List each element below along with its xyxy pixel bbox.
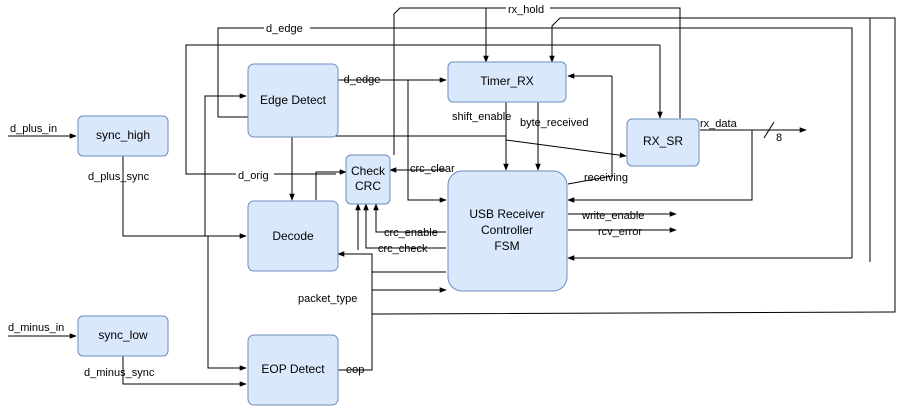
block-timer-rx: Timer_RX	[447, 61, 567, 103]
rx-sr-label: RX_SR	[643, 134, 683, 148]
decode-to-crc-wire	[315, 169, 347, 200]
crc-enable-wire	[373, 203, 446, 233]
fsm-label-2: Controller	[481, 223, 533, 237]
rx-data-label: rx_data	[700, 118, 738, 130]
eop-loop-to-timer-wire	[549, 17, 871, 262]
d-edge-to-fsm-wire	[407, 80, 447, 203]
byte-received-label: byte_received	[520, 117, 589, 129]
d-edge-loop-wire	[217, 27, 853, 258]
block-fsm: USB Receiver Controller FSM	[447, 170, 568, 292]
eop-return-wire	[371, 17, 896, 315]
d-plus-sync-to-edge-wire	[178, 93, 247, 237]
packet-type-wire	[337, 251, 446, 273]
rcv-error-label: rcv_error	[598, 226, 642, 238]
signal-labels: d_plus_in d_minus_in d_plus_sync d_minus…	[8, 3, 782, 379]
rx-hold-wire	[393, 7, 681, 155]
check-crc-label-2: CRC	[355, 179, 381, 193]
d-plus-sync-to-eop-wire	[200, 235, 247, 371]
block-rx-sr: RX_SR	[626, 118, 700, 167]
crc-enable-label: crc_enable	[384, 227, 438, 239]
d-plus-sync-wire	[122, 156, 247, 239]
block-decode: Decode	[247, 200, 339, 272]
sync-low-label: sync_low	[98, 328, 148, 342]
d-minus-sync-label: d_minus_sync	[84, 367, 155, 379]
bus-slash	[763, 121, 775, 139]
eop-detect-label: EOP Detect	[261, 362, 325, 376]
crc-check-label: crc_check	[378, 243, 428, 255]
shift-to-rxsr-wire	[505, 136, 627, 158]
fsm-label-1: USB Receiver	[469, 207, 544, 221]
packet-type-label: packet_type	[298, 293, 357, 305]
d-edge-label: -d_edge	[340, 74, 380, 86]
crc-check-wire	[363, 203, 446, 249]
rx-data-to-fsm-wire	[567, 130, 753, 203]
eop-wire	[336, 287, 447, 371]
rx-hold-label: rx_hold	[508, 4, 544, 16]
decode-label: Decode	[272, 229, 314, 243]
write-enable-label: write_enable	[581, 210, 644, 222]
bus-width-label: 8	[776, 132, 782, 144]
d-minus-sync-wire	[122, 356, 247, 387]
d-minus-in-label: d_minus_in	[8, 322, 64, 334]
receiving-label: receiving	[584, 172, 628, 184]
check-crc-label-1: Check	[351, 164, 386, 178]
d-edge-top-label: d_edge	[266, 23, 303, 35]
eop-label: eop	[346, 364, 364, 376]
receiving-wire	[567, 76, 613, 185]
sync-high-label: sync_high	[96, 128, 150, 142]
shift-enable-label: shift_enable	[452, 111, 511, 123]
crc-clear-label: crc_clear	[410, 163, 455, 175]
block-sync-low: sync_low	[77, 315, 169, 357]
d-plus-in-label: d_plus_in	[10, 123, 57, 135]
fsm-label-3: FSM	[494, 239, 519, 253]
block-eop-detect: EOP Detect	[247, 334, 339, 406]
block-edge-detect: Edge Detect	[247, 63, 339, 138]
timer-rx-label: Timer_RX	[480, 74, 534, 88]
block-sync-high: sync_high	[77, 115, 169, 157]
d-orig-label: d_orig	[238, 170, 269, 182]
edge-detect-label: Edge Detect	[260, 93, 327, 107]
d-plus-sync-label: d_plus_sync	[88, 171, 150, 183]
block-check-crc: Check CRC	[345, 154, 391, 205]
